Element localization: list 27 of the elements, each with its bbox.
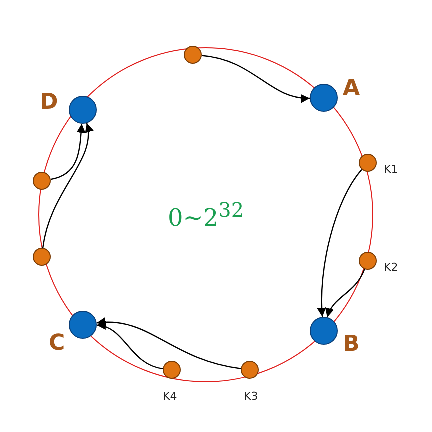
node-label: D bbox=[40, 92, 58, 114]
server-node-circle bbox=[69, 311, 97, 339]
arrow bbox=[326, 269, 366, 318]
node-label: A bbox=[343, 78, 360, 100]
key-label: K4 bbox=[163, 391, 178, 402]
node-label: B bbox=[343, 334, 360, 356]
arrow bbox=[202, 55, 310, 103]
arrow bbox=[96, 322, 164, 370]
server-node-circle bbox=[310, 84, 338, 112]
arrow bbox=[96, 318, 242, 370]
node-label: C bbox=[49, 333, 66, 355]
key-circle bbox=[163, 361, 181, 379]
key-label: K3 bbox=[244, 391, 258, 402]
key-label: K2 bbox=[384, 262, 398, 273]
range-label: 0~2$^{32}$ bbox=[168, 200, 244, 230]
key-circle bbox=[359, 154, 377, 172]
key-circle bbox=[33, 248, 51, 266]
arrow bbox=[42, 123, 93, 248]
arrow bbox=[318, 169, 362, 318]
key-circle bbox=[33, 172, 51, 190]
server-node-circle bbox=[69, 96, 97, 124]
arrow bbox=[50, 124, 86, 180]
key-circle bbox=[241, 361, 259, 379]
server-node-circle bbox=[310, 317, 338, 345]
key-label: K1 bbox=[384, 164, 398, 175]
key-circle bbox=[359, 252, 377, 270]
key-circle bbox=[184, 46, 202, 64]
